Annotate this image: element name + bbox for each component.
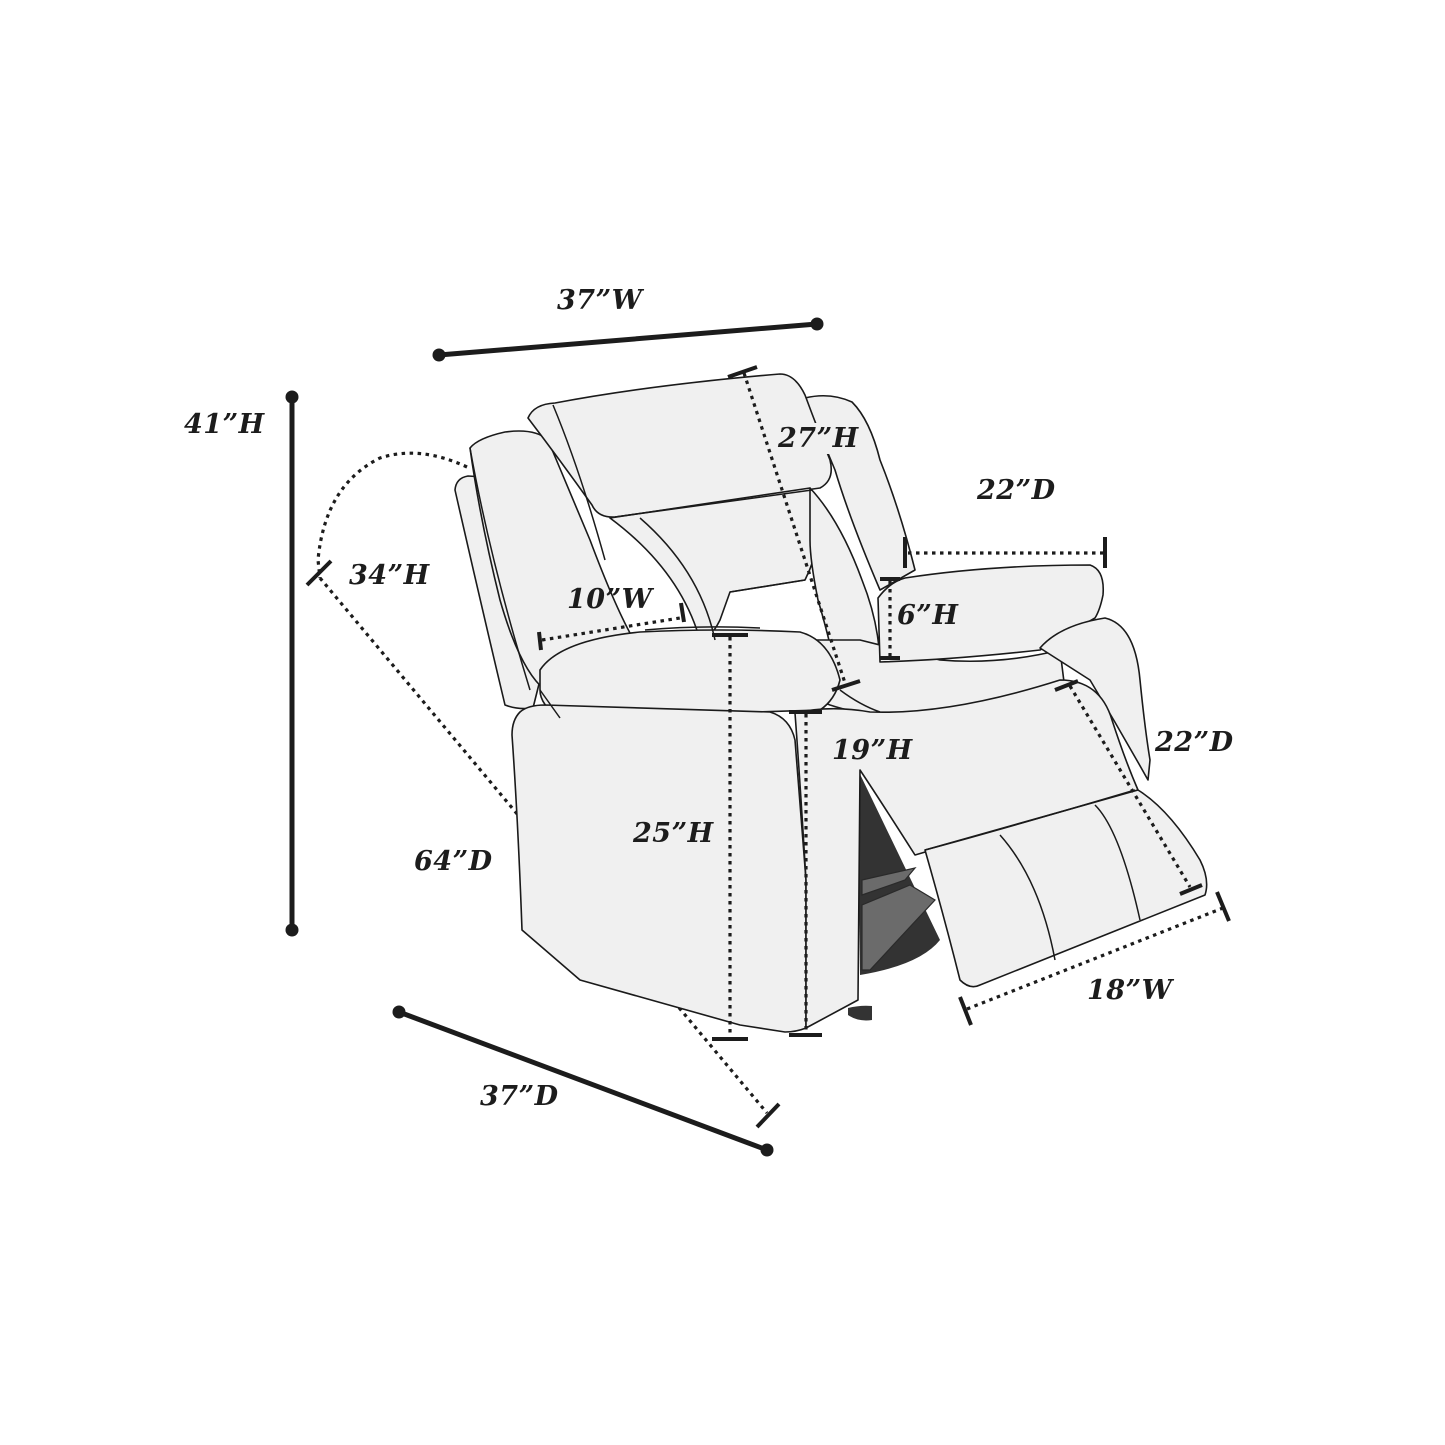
overall-depth-label: 37”D (480, 1081, 559, 1112)
backrest-height-label: 27”H (774, 423, 863, 454)
overall-height-label: 41”H (184, 409, 265, 440)
chair-seams (469, 404, 1141, 961)
reclined-depth-label: 64”D (414, 846, 493, 877)
footrest-depth-marker (1054, 679, 1203, 896)
arm-height-label: 25”H (633, 818, 714, 849)
width-dimension-line (432, 317, 824, 362)
footrest-width-marker (958, 891, 1231, 1026)
chair-body (454, 373, 1208, 1033)
arm-width-label: 10”W (567, 584, 653, 615)
height-dimension-line (285, 390, 299, 937)
arm-height-above-seat-label: 6”H (897, 600, 959, 631)
arm-height-marker (880, 577, 900, 660)
recliner-mechanism (848, 770, 940, 1021)
seat-depth-label: 22”D (977, 475, 1056, 506)
backrest-height-marker (727, 365, 861, 692)
recline-arc (305, 451, 781, 1129)
arm-height-floor-marker (712, 633, 748, 1041)
seat-height-marker (789, 710, 822, 1037)
overall-width-label: 37”W (557, 285, 643, 316)
seat-height-label: 19”H (832, 735, 913, 766)
seat-depth-marker (903, 537, 1107, 568)
depth-dimension-line (392, 1005, 774, 1157)
footrest-depth-label: 22”D (1155, 727, 1234, 758)
back-height-arc-label: 34”H (349, 560, 430, 591)
arm-width-marker (537, 602, 686, 651)
footrest-width-label: 18”W (1087, 975, 1173, 1006)
